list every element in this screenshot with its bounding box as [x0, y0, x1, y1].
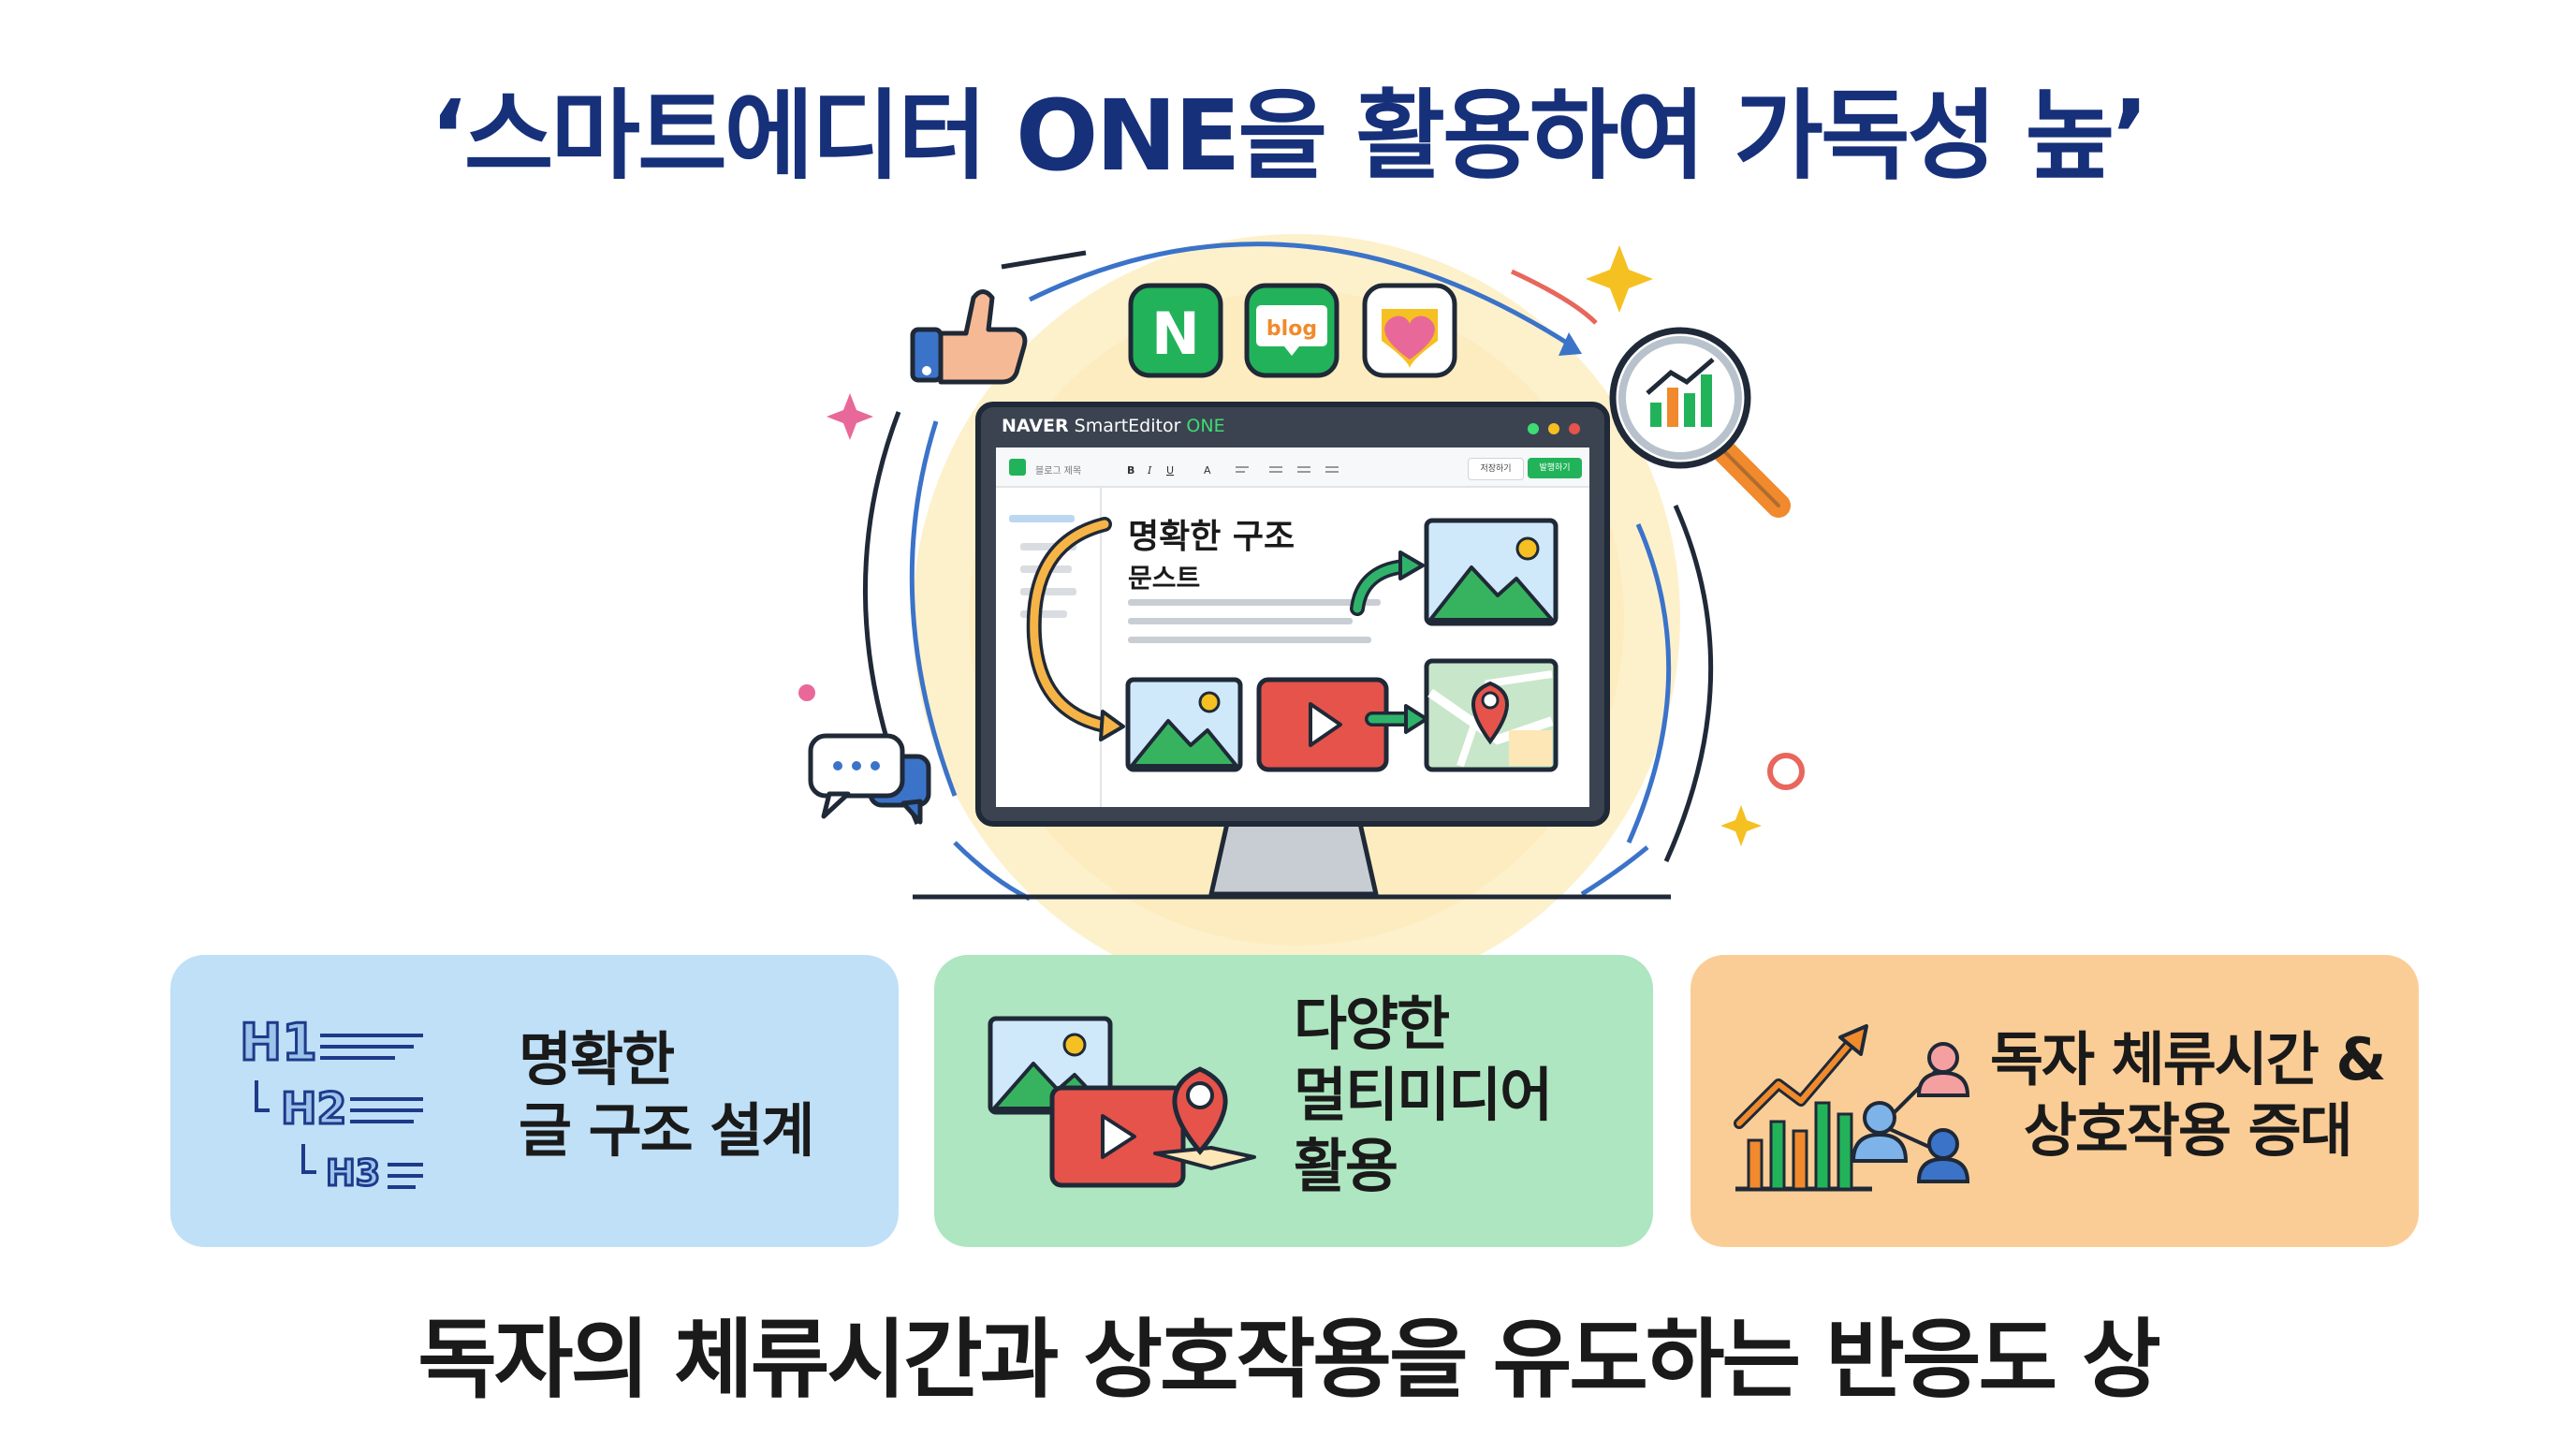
svg-text:U: U: [1166, 464, 1174, 477]
ring-icon: [1767, 753, 1805, 790]
blog-icon: blog: [1244, 283, 1339, 378]
sparkle-icon: [1720, 805, 1762, 846]
svg-text:H1: H1: [240, 1013, 317, 1072]
orbit-arc-right: [1663, 504, 1714, 863]
svg-text:B: B: [1127, 464, 1134, 477]
heart-app-icon: [1362, 283, 1457, 378]
editor-subheading: 문스트: [1128, 563, 1201, 594]
svg-text:H2: H2: [281, 1083, 347, 1134]
magnifier-chart-icon: [1609, 327, 1791, 518]
thumbs-up-icon: [910, 289, 1028, 385]
editor-heading: 명확한 구조: [1128, 518, 1295, 556]
editor-brand: NAVER SmartEditor ONE: [1002, 416, 1225, 436]
svg-text:H3: H3: [326, 1152, 380, 1194]
card-multimedia-title: 다양한 멀티미디어 활용: [1294, 990, 1553, 1200]
heading-hierarchy-icon: H1 H2 H3: [239, 1013, 423, 1196]
card-multimedia: 다양한 멀티미디어 활용: [934, 955, 1653, 1247]
svg-text:I: I: [1147, 464, 1152, 477]
publish-button[interactable]: 발행하기: [1528, 458, 1582, 478]
editor-doc-title: 블로그 제목: [1035, 466, 1082, 477]
svg-text:blog: blog: [1266, 317, 1317, 341]
monitor: B I U A: [913, 402, 1671, 900]
headline: ‘스마트에디터 ONE을 활용하여 가독성 높’: [430, 79, 2149, 193]
chat-bubble-icon: [808, 733, 931, 825]
save-button[interactable]: 저장하기: [1468, 458, 1524, 480]
card-structure-title: 명확한 글 구조 설계: [519, 1025, 814, 1165]
sparkle-icon: [1586, 245, 1653, 313]
orbit-arc-top: [1028, 242, 1574, 349]
growth-users-icon: [1734, 1024, 1970, 1192]
sparkle-icon: [827, 393, 873, 440]
multimedia-icon: [988, 1016, 1256, 1188]
svg-text:A: A: [1204, 464, 1211, 477]
svg-text:N: N: [1151, 300, 1200, 368]
naver-n-icon: N: [1128, 283, 1223, 378]
footer-line: 독자의 체류시간과 상호작용을 유도하는 반응도 상: [417, 1310, 2161, 1410]
card-engagement-title: 독자 체류시간 & 상호작용 증대: [1990, 1025, 2386, 1165]
card-engagement: 독자 체류시간 & 상호작용 증대: [1690, 955, 2419, 1247]
card-structure: H1 H2 H3 명확한 글 구조 설계: [170, 955, 899, 1247]
